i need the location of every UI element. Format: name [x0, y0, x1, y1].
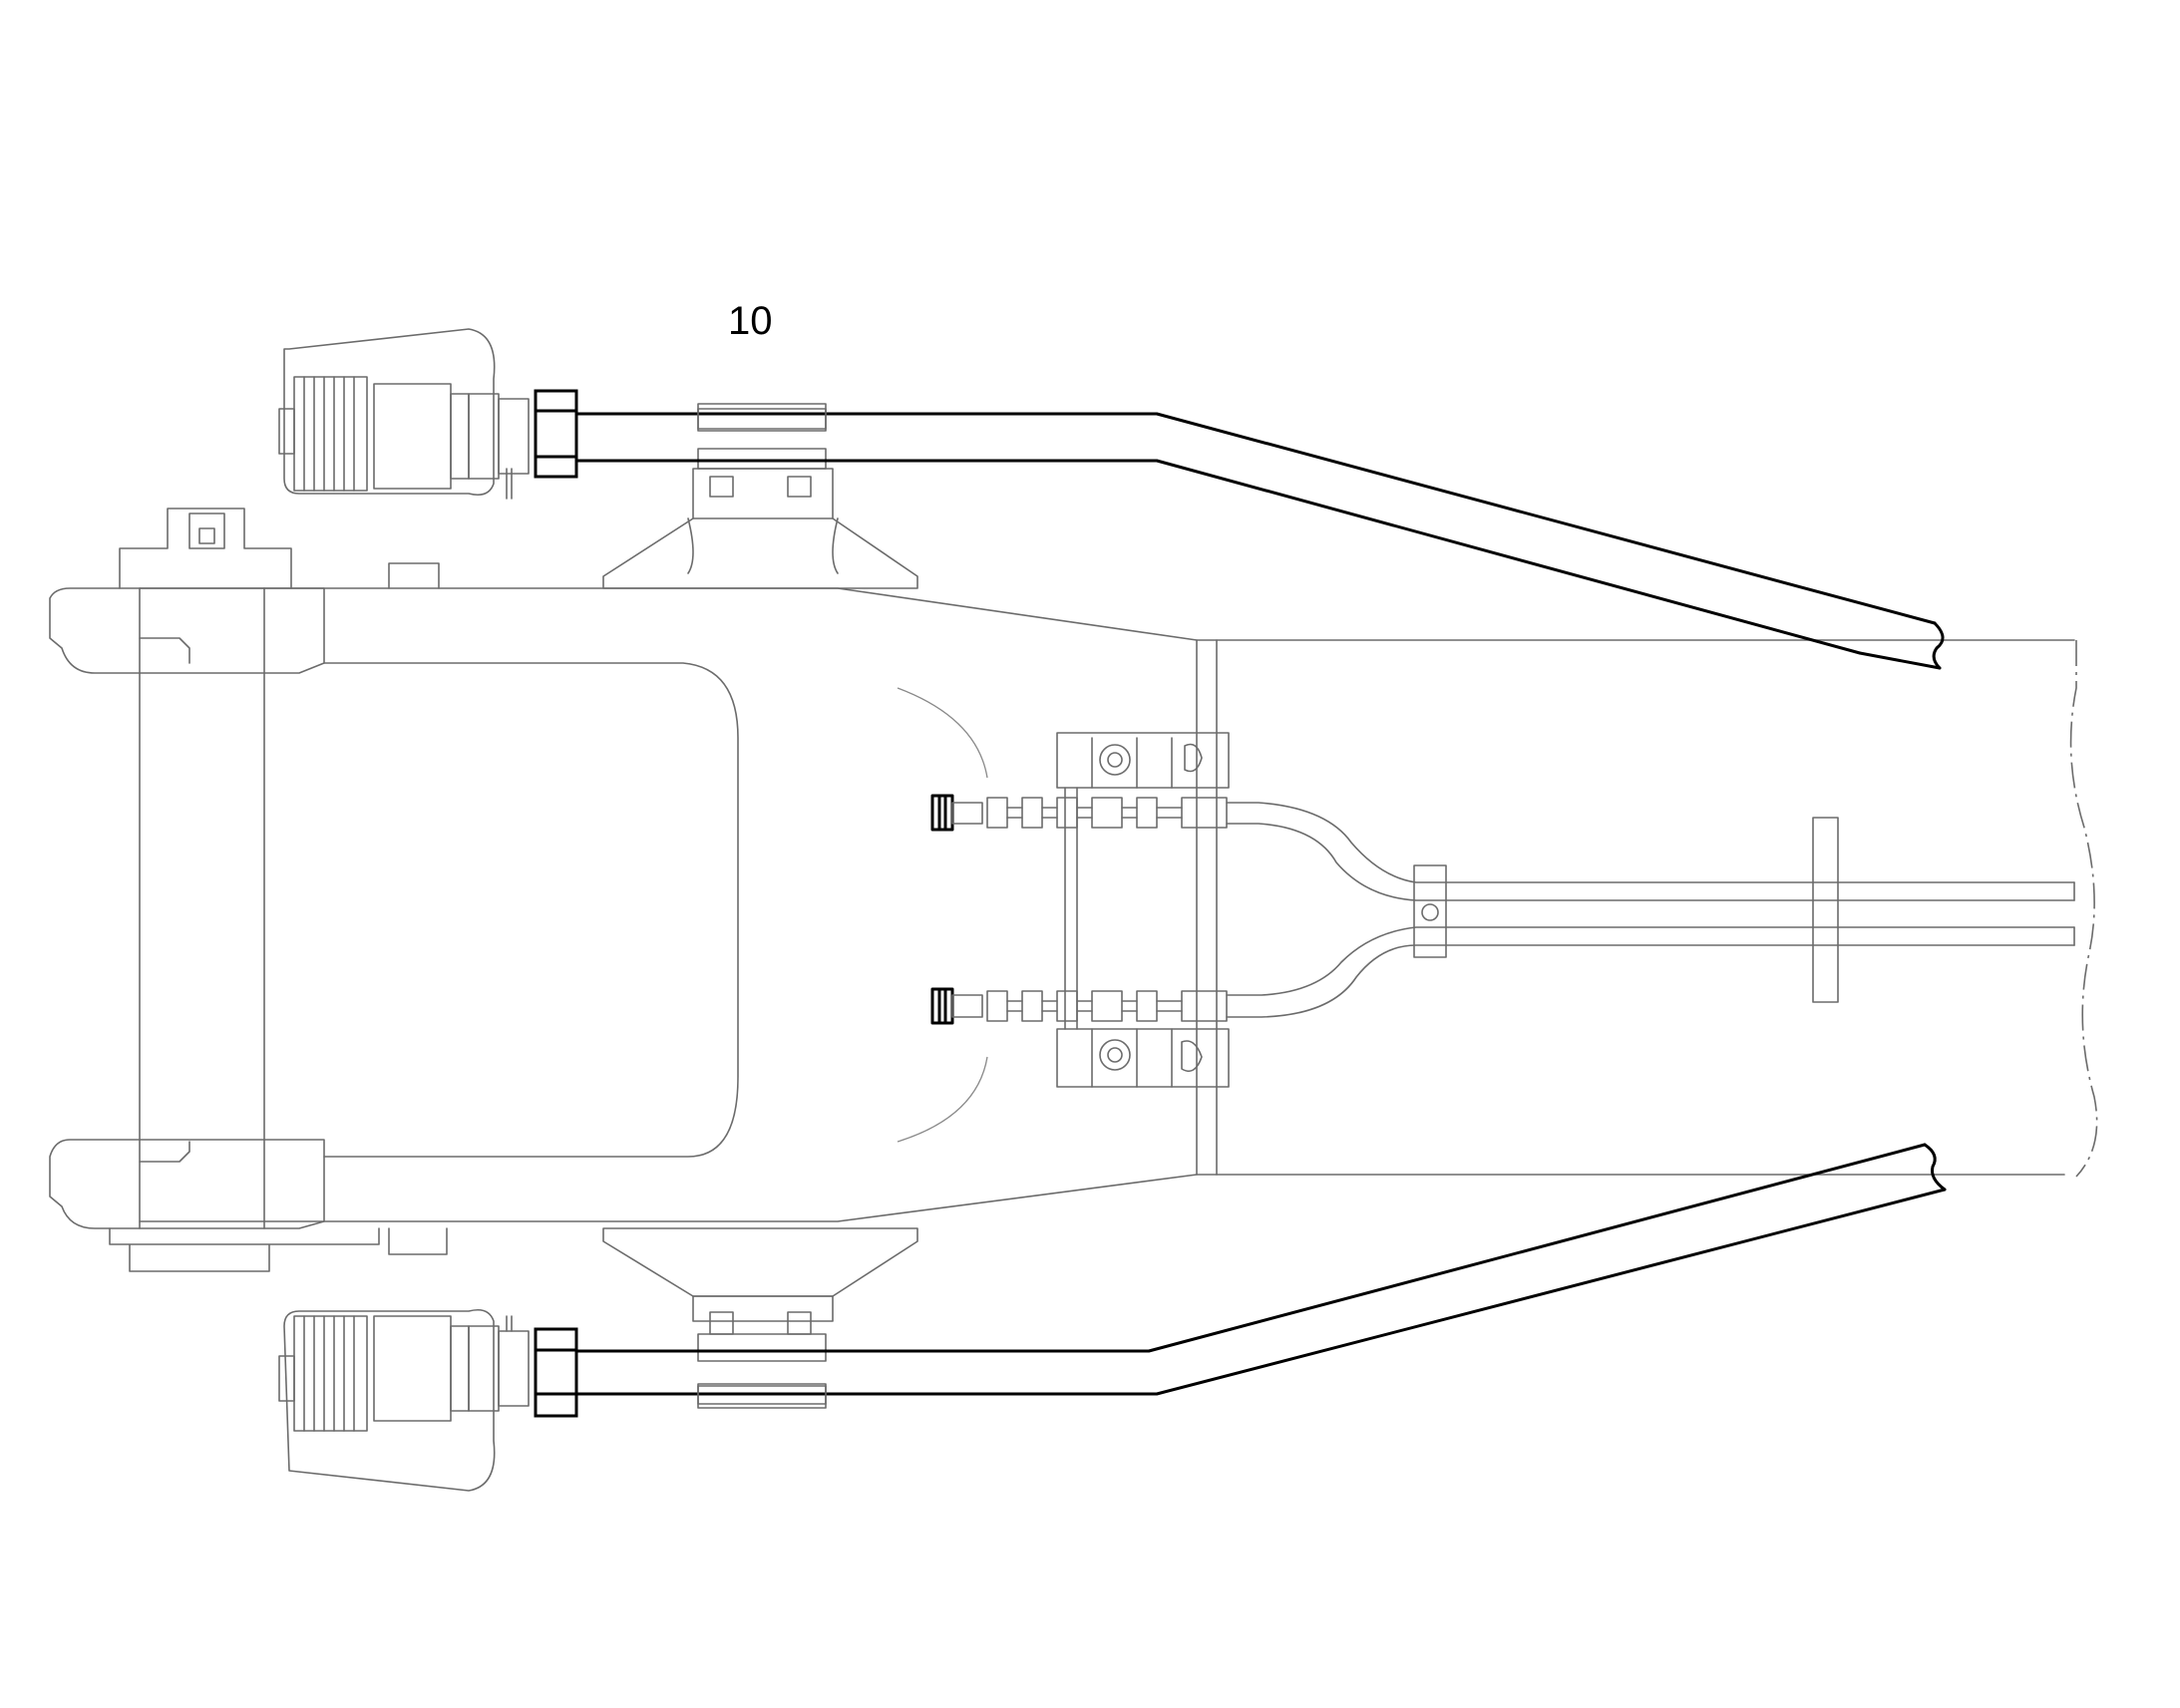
lower-fitting-chain — [930, 987, 1228, 1025]
upper-hose-fitting — [534, 389, 578, 479]
upper-hydraulic-hose — [574, 412, 1945, 670]
boom-frame — [49, 508, 2098, 1272]
hose-clamp-center — [1413, 864, 1447, 958]
vertical-support-bar — [1812, 817, 1839, 1003]
upper-quick-coupler — [278, 328, 530, 500]
lower-quick-coupler — [278, 1308, 530, 1492]
lower-bracket — [602, 1227, 918, 1405]
lower-hydraulic-hose — [574, 1143, 1947, 1396]
upper-bracket — [602, 408, 918, 589]
callout-label: 10 — [728, 299, 773, 343]
upper-fitting-chain — [930, 794, 1228, 832]
manifold-block — [1056, 732, 1230, 1088]
lower-hose-fitting — [534, 1327, 578, 1418]
hose-clamps — [697, 403, 827, 1409]
pilot-hoses — [1226, 802, 2075, 1018]
